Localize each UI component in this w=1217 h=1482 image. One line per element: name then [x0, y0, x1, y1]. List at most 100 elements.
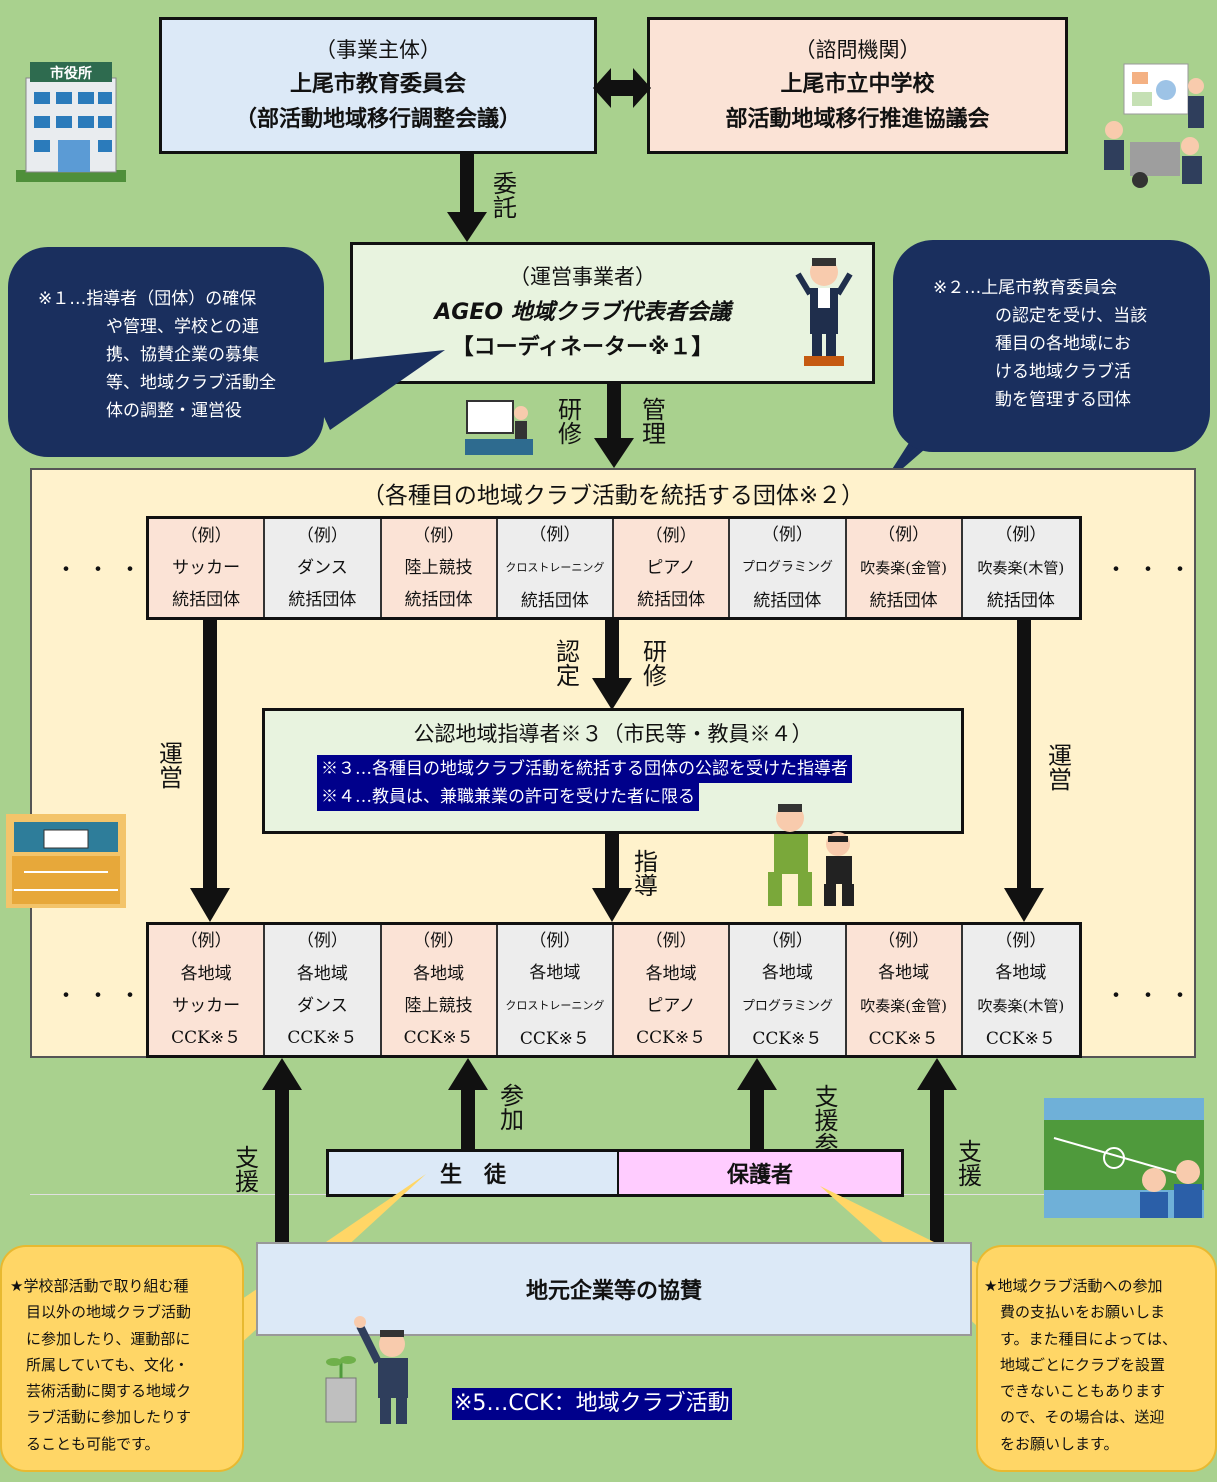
org-cell-sport: ダンス — [297, 557, 348, 578]
org-cell-type: 統括団体 — [753, 590, 822, 611]
club-cell-cck: CCK※５ — [519, 1029, 590, 1050]
operation-arrow-right — [1004, 620, 1044, 922]
org-cell-type: 統括団体 — [986, 590, 1055, 611]
students-note-line: ★学校部活動で取り組む種 — [10, 1277, 189, 1295]
club-cell-cck: CCK※５ — [636, 1028, 707, 1049]
sponsors-box: 地元企業等の協賛 — [256, 1242, 972, 1336]
org-cell-programming: （例）プログラミング統括団体 — [730, 519, 847, 617]
operator-coordinator: 【コーディネーター※１】 — [451, 334, 714, 360]
students-box: 生 徒 — [329, 1152, 619, 1194]
guidance-arrow — [592, 834, 632, 922]
operation-label-right: 運営 — [1048, 742, 1072, 794]
double-arrow-icon — [593, 68, 651, 108]
support-label-right: 支援 — [958, 1138, 982, 1190]
note2-line: ※２…上尾市教育委員会 — [933, 278, 1118, 298]
club-cell-cck: CCK※５ — [752, 1028, 823, 1049]
council-name: 上尾市立中学校 — [780, 72, 935, 98]
row2-dots-left: ・・・ — [55, 984, 152, 1009]
support-participation-arrow — [737, 1058, 777, 1150]
org-cell-type: 統括団体 — [172, 590, 241, 611]
club-cell-example: （例） — [296, 931, 348, 952]
instructors-note3: ※３…各種目の地域クラブ活動を統括する団体の公認を受けた指導者 — [317, 754, 852, 783]
businessman-illustration — [325, 1316, 408, 1424]
club-cell-area: 各地域 — [878, 963, 930, 984]
org-cell-example: （例） — [413, 525, 465, 546]
certified-instructors-box: 公認地域指導者※３（市民等・教員※４） ※３…各種目の地域クラブ活動を統括する団… — [262, 708, 964, 834]
students-note-line: 所属していても、文化・ — [26, 1355, 189, 1374]
club-cell-area: 各地域 — [761, 963, 813, 984]
org-cell-soccer: （例）サッカー統括団体 — [149, 519, 266, 617]
guardians-note: ★地域クラブ活動への参加 費の支払いをお願いしま す。また種目によっては、 地域… — [976, 1245, 1217, 1472]
note1-line: 携、協賛企業の募集 — [106, 345, 259, 366]
club-cell-area: 各地域 — [413, 963, 465, 984]
operator-name: AGEO 地域クラブ代表者会議 — [434, 299, 731, 325]
management-label: 管理 — [642, 396, 666, 448]
coach-illustration — [768, 804, 854, 906]
guardians-note-line: ★地域クラブ活動への参加 — [984, 1277, 1163, 1295]
conductor-illustration — [795, 258, 853, 366]
club-cell-brass: （例）各地域吹奏楽(金管)CCK※５ — [846, 925, 963, 1055]
gym-illustration — [6, 814, 126, 908]
org-cell-woodwind: （例） 吹奏楽(木管) 統括団体 — [962, 519, 1079, 617]
club-cell-area: 各地域 — [645, 963, 697, 984]
club-cell-sport: 吹奏楽(木管) — [977, 996, 1065, 1015]
meeting-illustration — [1100, 60, 1210, 190]
org-cell-dance: （例） ダンス統括団体 — [265, 519, 382, 617]
students-note-line: に参加したり、運動部に — [26, 1329, 191, 1348]
training-label: 研修 — [558, 396, 582, 448]
guidance-label: 指導 — [634, 848, 658, 900]
sponsors-label: 地元企業等の協賛 — [525, 1279, 702, 1304]
club-cell-woodwind: （例）各地域吹奏楽(木管)CCK※５ — [962, 925, 1079, 1055]
certification-label: 認定 — [556, 638, 580, 690]
club-cell-cck: CCK※５ — [171, 1028, 242, 1049]
operation-arrow-left — [190, 620, 230, 922]
club-cell-area: 各地域 — [180, 963, 232, 984]
club-cell-sport: ピアノ — [646, 996, 696, 1016]
students-note-line: ることも可能です。 — [26, 1434, 160, 1453]
guardians-note-line: す。また種目によっては、 — [1000, 1329, 1178, 1348]
org-cell-type: 統括団体 — [404, 590, 473, 611]
org-cell-example: （例） — [995, 525, 1047, 546]
org-cell-type: 統括団体 — [520, 591, 589, 612]
org-cell-example: （例） — [296, 525, 348, 546]
operation-label-left: 運営 — [159, 740, 183, 792]
club-cell-sport: 吹奏楽(金管) — [860, 996, 947, 1015]
guardians-note-line: 費の支払いをお願いしま — [1000, 1303, 1166, 1322]
city-hall-icon: 市役所 — [12, 60, 130, 185]
board-subtitle: （部活動地域移行調整会議） — [234, 107, 521, 133]
org-cell-sport: 吹奏楽(木管) — [977, 558, 1065, 577]
operator-role: （運営事業者） — [509, 265, 656, 290]
org-cell-type: 統括団体 — [288, 590, 357, 611]
club-cell-piano: （例） 各地域ピアノ CCK※５ — [614, 925, 731, 1055]
management-arrow — [594, 384, 634, 468]
guardians-note-line: できないこともあります — [1000, 1382, 1166, 1400]
board-of-education-box: （事業主体） 上尾市教育委員会 （部活動地域移行調整会議） — [159, 17, 597, 154]
students-note-line: ラブ活動に参加したりす — [26, 1408, 192, 1427]
club-cell-area: 各地域 — [995, 963, 1047, 984]
row2-dots-right: ・・・ — [1105, 984, 1202, 1009]
club-cell-example: （例） — [995, 931, 1047, 952]
guardians-note-line: をお願いします。 — [1000, 1434, 1119, 1453]
org-cell-example: （例） — [645, 525, 697, 546]
club-cell-example: （例） — [878, 931, 930, 952]
guardians-note-line: 地域ごとにクラブを設置 — [1000, 1355, 1166, 1374]
club-cell-example: （例） — [645, 931, 697, 952]
note1-line: ※１…指導者（団体）の確保 — [38, 289, 257, 309]
training-illustration — [465, 400, 533, 455]
instructors-note4: ※４…教員は、兼職兼業の許可を受けた者に限る — [317, 782, 699, 811]
club-cell-area: 各地域 — [296, 963, 348, 984]
support-arrow-left — [262, 1058, 302, 1244]
umbrella-org-row: （例）サッカー統括団体 （例）ダンス統括団体 （例）陸上競技統括団体 （例）クロ… — [146, 516, 1082, 620]
org-cell-example: （例） — [180, 525, 232, 546]
org-cell-example: （例） — [878, 525, 930, 546]
note1-line: や管理、学校との連 — [106, 317, 259, 338]
note1-line: 体の調整・運営役 — [106, 401, 242, 422]
org-cell-sport: プログラミング — [741, 560, 833, 576]
org-cell-sport: 吹奏楽(金管) — [860, 558, 947, 577]
club-cell-example: （例） — [413, 931, 465, 952]
participation-label: 参加 — [500, 1082, 524, 1134]
